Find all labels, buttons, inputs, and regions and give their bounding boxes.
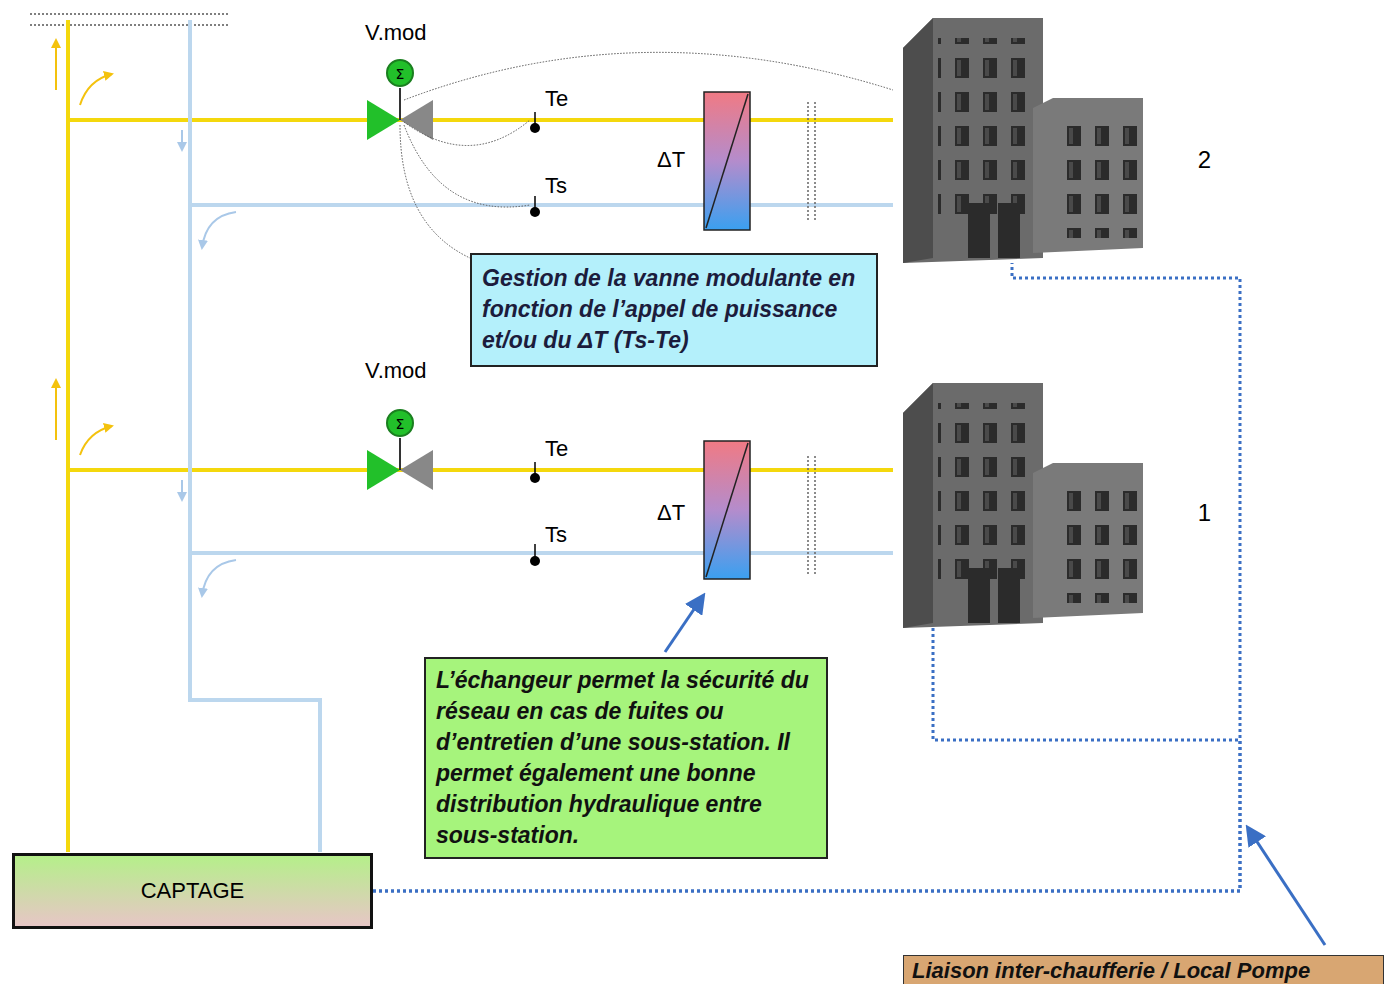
node-text: CAPTAGE: [141, 878, 245, 904]
callout-box: Liaison inter-chaufferie / Local Pompe: [903, 955, 1384, 984]
part-label: Ts: [545, 173, 567, 199]
part-label: V.mod: [365, 20, 427, 46]
part-label: ΔT: [657, 147, 685, 173]
process-box: CAPTAGE: [12, 853, 373, 929]
node-text: L’échangeur permet la sécurité du réseau…: [436, 665, 816, 851]
part-label: Te: [545, 86, 568, 112]
part-label: Te: [545, 436, 568, 462]
part-label: Ts: [545, 522, 567, 548]
callout-number: 1: [1198, 499, 1211, 527]
building: 1: [893, 383, 1215, 625]
node-text: Gestion de la vanne modulante en fonctio…: [482, 263, 866, 356]
callout-box: L’échangeur permet la sécurité du réseau…: [424, 657, 828, 859]
svg-text:Σ: Σ: [396, 66, 405, 82]
node-text: Liaison inter-chaufferie / Local Pompe: [912, 958, 1375, 984]
dotted-link: [373, 625, 1240, 891]
part-label: V.mod: [365, 358, 427, 384]
part-label: ΔT: [657, 500, 685, 526]
building: 2: [893, 18, 1215, 263]
callout-number: 2: [1198, 146, 1211, 174]
callout-box: Gestion de la vanne modulante en fonctio…: [470, 253, 878, 367]
